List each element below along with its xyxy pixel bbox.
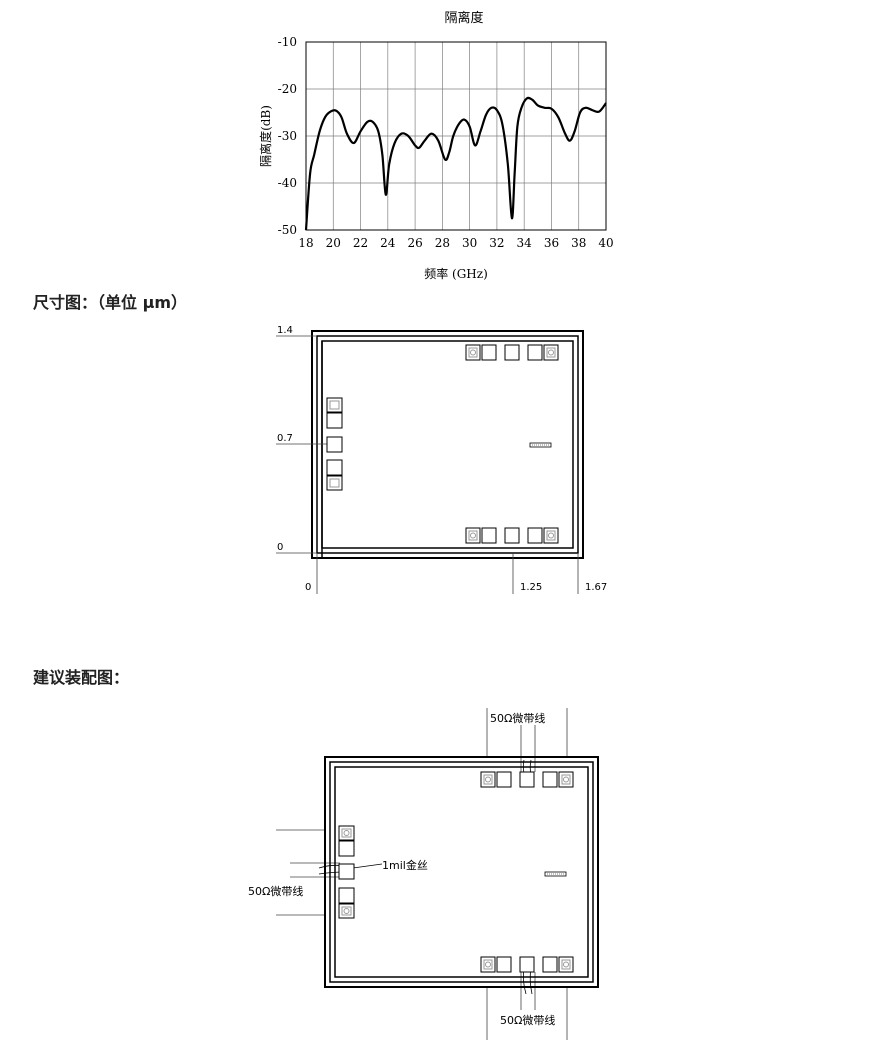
x-tick-label: 34 [517,236,533,250]
dimension-heading: 尺寸图：（单位 μm） [33,293,188,312]
assembly-chip-outline-inner [334,766,589,978]
x-tick-label: 28 [435,236,450,250]
dim-label-x-0: 0 [305,582,311,593]
chart-title: 隔离度 [444,10,483,26]
assembly-heading: 建议装配图： [33,668,130,687]
chart-grid [305,41,607,231]
y-tick-label: -50 [278,223,297,237]
x-tick-label: 36 [544,236,559,250]
assembly-left-pads [338,825,355,919]
left-pads [326,397,343,491]
chip-outline-outer [311,330,584,559]
x-tick-label: 38 [571,236,586,250]
x-tick-label: 18 [298,236,313,250]
x-tick-label: 40 [598,236,613,250]
left-microstrip-label: 50Ω微带线 [248,884,303,898]
y-tick-label: -20 [278,82,297,96]
x-tick-label: 32 [489,236,504,250]
x-tick-labels: 18 20 22 24 26 28 30 32 34 36 38 40 [298,236,613,250]
dim-label-x-1.67: 1.67 [585,582,607,593]
assembly-bottom-pads [480,956,574,973]
isolation-chart: 隔离度 18 20 22 24 26 28 30 32 34 36 38 40 -10 -20 -30 -4… [258,10,614,281]
isolation-series-line [304,96,607,231]
x-tick-label: 30 [462,236,477,250]
chip-outline-mid [316,335,579,554]
bottom-microstrip-label: 50Ω微带线 [500,1013,555,1027]
x-tick-label: 22 [353,236,368,250]
dim-label-y-0.7: 0.7 [277,433,293,444]
plot-frame [305,41,607,231]
y-tick-label: -40 [278,176,297,190]
y-tick-label: -30 [278,129,297,143]
assembly-chip-outline-mid [329,761,594,983]
y-axis-label: 隔离度(dB) [258,105,273,167]
assembly-top-pads [480,771,574,788]
y-tick-label: -10 [278,35,297,49]
bond-wire-label: 1mil金丝 [382,858,428,872]
top-pads [465,344,559,361]
dim-label-x-1.25: 1.25 [520,582,542,593]
bottom-pads [465,527,559,544]
x-tick-label: 20 [326,236,341,250]
top-microstrip-label: 50Ω微带线 [490,711,545,725]
bond-wire-leader [352,863,383,869]
x-axis-label: 频率 (GHz) [424,266,488,281]
x-tick-label: 26 [407,236,422,250]
dimension-drawing: 1.4 0.7 0 0 1.25 1.67 [276,325,607,594]
dim-label-y-1.4: 1.4 [277,325,293,336]
assembly-drawing: 50Ω微带线 50Ω微带线 50Ω微带线 1mil金丝 [248,708,599,1040]
x-tick-label: 24 [380,236,396,250]
y-tick-labels: -10 -20 -30 -40 -50 [278,35,297,237]
assembly-chip-outline-outer [324,756,599,988]
dim-label-y-0: 0 [277,542,283,553]
